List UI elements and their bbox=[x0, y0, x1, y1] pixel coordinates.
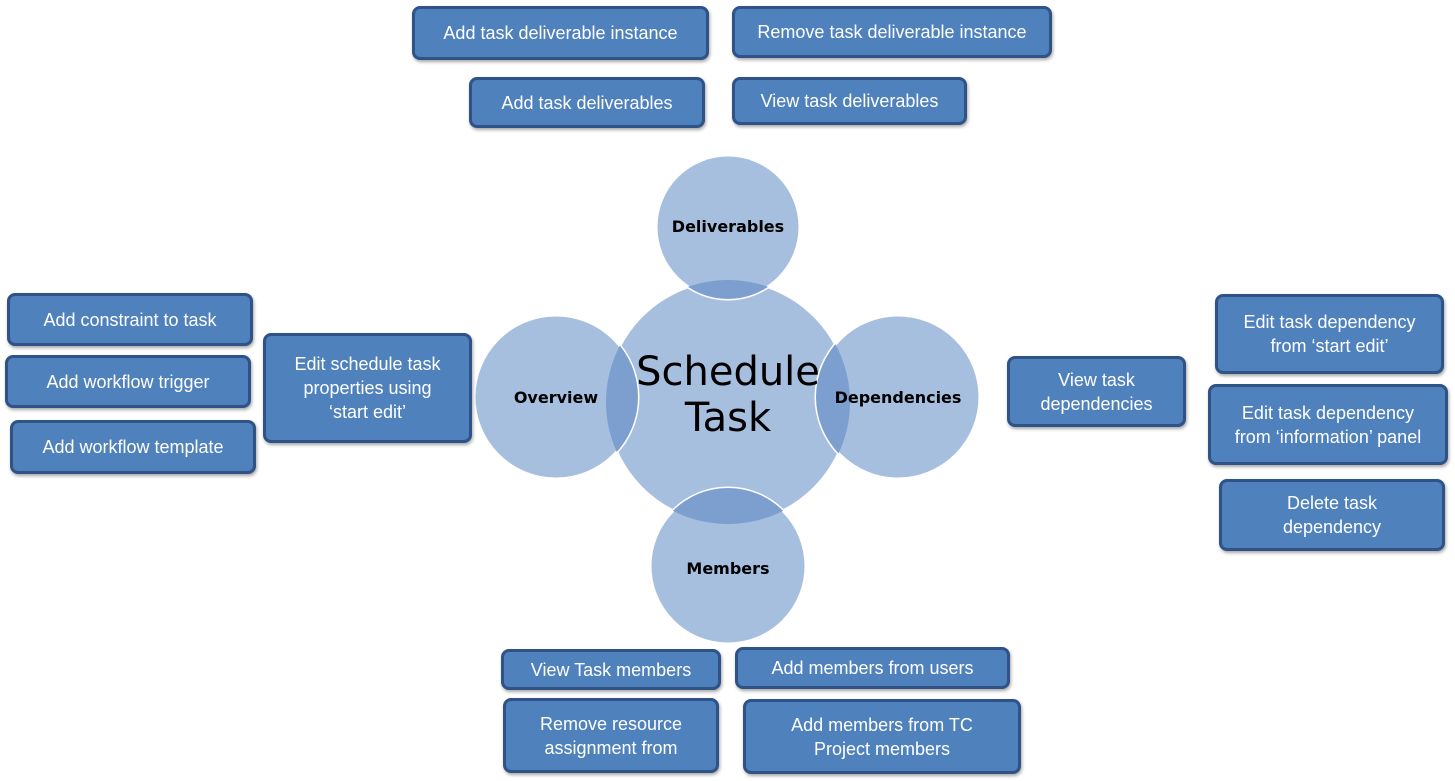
add-workflow-trigger-box[interactable]: Add workflow trigger bbox=[5, 355, 251, 408]
add-members-from-users-box[interactable]: Add members from users bbox=[735, 647, 1010, 689]
box-label-line1: View task bbox=[1058, 369, 1135, 390]
box-label: View Task members bbox=[530, 659, 692, 680]
add-task-deliverables-box[interactable]: Add task deliverables bbox=[469, 77, 705, 128]
view-task-deliverables-box[interactable]: View task deliverables bbox=[732, 77, 967, 125]
box-label-line1: Delete task bbox=[1286, 493, 1378, 513]
view-task-dependencies-box[interactable]: View task dependencies bbox=[1007, 356, 1186, 427]
edit-dependency-info-panel-box[interactable]: Edit task dependency from ‘information’ … bbox=[1208, 384, 1448, 465]
box-label: Add constraint to task bbox=[43, 309, 217, 330]
box-label-line2: dependencies bbox=[1040, 393, 1153, 414]
box-label: Add members from users bbox=[771, 658, 974, 678]
center-title-line2: Task bbox=[684, 395, 772, 441]
box-label-line1: Edit task dependency bbox=[1241, 402, 1415, 423]
overview-label: Overview bbox=[513, 388, 599, 407]
box-label-line1: Edit task dependency bbox=[1243, 312, 1416, 332]
dependencies-label: Dependencies bbox=[834, 388, 962, 407]
box-label: Add task deliverables bbox=[501, 92, 673, 113]
box-label-line1: Add members from TC bbox=[791, 714, 973, 735]
deliverables-label: Deliverables bbox=[671, 217, 785, 236]
box-label-line3: ‘start edit’ bbox=[328, 402, 407, 422]
view-task-members-box[interactable]: View Task members bbox=[501, 649, 721, 690]
delete-task-dependency-box[interactable]: Delete task dependency bbox=[1219, 479, 1445, 551]
edit-schedule-task-properties-box[interactable]: Edit schedule task properties using ‘sta… bbox=[263, 333, 472, 443]
box-label: Add task deliverable instance bbox=[443, 23, 678, 43]
box-label: Add workflow template bbox=[42, 437, 224, 457]
add-constraint-to-task-box[interactable]: Add constraint to task bbox=[7, 293, 253, 346]
box-label: View task deliverables bbox=[760, 91, 939, 111]
box-label-line1: Remove resource bbox=[539, 713, 683, 734]
box-label: Remove task deliverable instance bbox=[757, 22, 1027, 42]
box-label-line1: Edit schedule task bbox=[294, 354, 441, 374]
members-label: Members bbox=[686, 559, 770, 578]
add-workflow-template-box[interactable]: Add workflow template bbox=[10, 420, 256, 474]
box-label-line2: properties using bbox=[303, 378, 432, 398]
box-label-line2: dependency bbox=[1282, 517, 1382, 537]
add-task-deliverable-instance-box[interactable]: Add task deliverable instance bbox=[412, 6, 709, 60]
box-label-line2: assignment from bbox=[544, 737, 678, 758]
edit-dependency-start-edit-box[interactable]: Edit task dependency from ‘start edit’ bbox=[1215, 294, 1444, 374]
center-title: Schedule Task bbox=[608, 349, 848, 441]
box-label-line2: from ‘information’ panel bbox=[1234, 426, 1422, 447]
center-title-line1: Schedule bbox=[636, 349, 820, 395]
add-members-from-tc-box[interactable]: Add members from TC Project members bbox=[743, 699, 1021, 774]
box-label-line2: Project members bbox=[813, 738, 951, 759]
remove-task-deliverable-instance-box[interactable]: Remove task deliverable instance bbox=[732, 6, 1052, 58]
box-label-line2: from ‘start edit’ bbox=[1270, 336, 1389, 356]
remove-resource-assignment-box[interactable]: Remove resource assignment from bbox=[503, 698, 719, 773]
box-label: Add workflow trigger bbox=[46, 371, 210, 392]
